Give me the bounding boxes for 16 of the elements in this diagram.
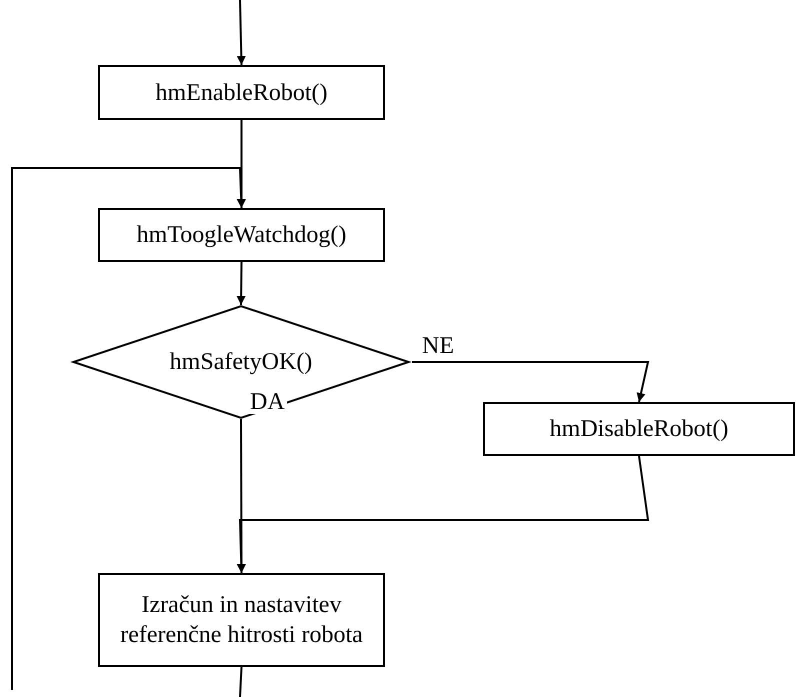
process-box bbox=[483, 402, 795, 456]
process-box bbox=[98, 65, 385, 120]
arrow bbox=[412, 361, 650, 402]
edge-label: DA bbox=[248, 390, 287, 414]
arrow bbox=[11, 167, 246, 690]
node-text: hmToogleWatchdog() bbox=[136, 221, 346, 250]
node-text: hmEnableRobot() bbox=[156, 78, 328, 108]
decision-diamond bbox=[70, 305, 412, 419]
arrow bbox=[236, 262, 246, 306]
node-text: hmDisableRobot() bbox=[550, 415, 728, 444]
process-box bbox=[98, 573, 385, 667]
arrow bbox=[236, 456, 650, 574]
arrow bbox=[236, 0, 246, 66]
node-text: hmSafetyOK() bbox=[170, 348, 312, 377]
node-text: Izračun in nastavitev referenčne hitrosti robota bbox=[119, 591, 364, 650]
process-box bbox=[98, 208, 385, 262]
